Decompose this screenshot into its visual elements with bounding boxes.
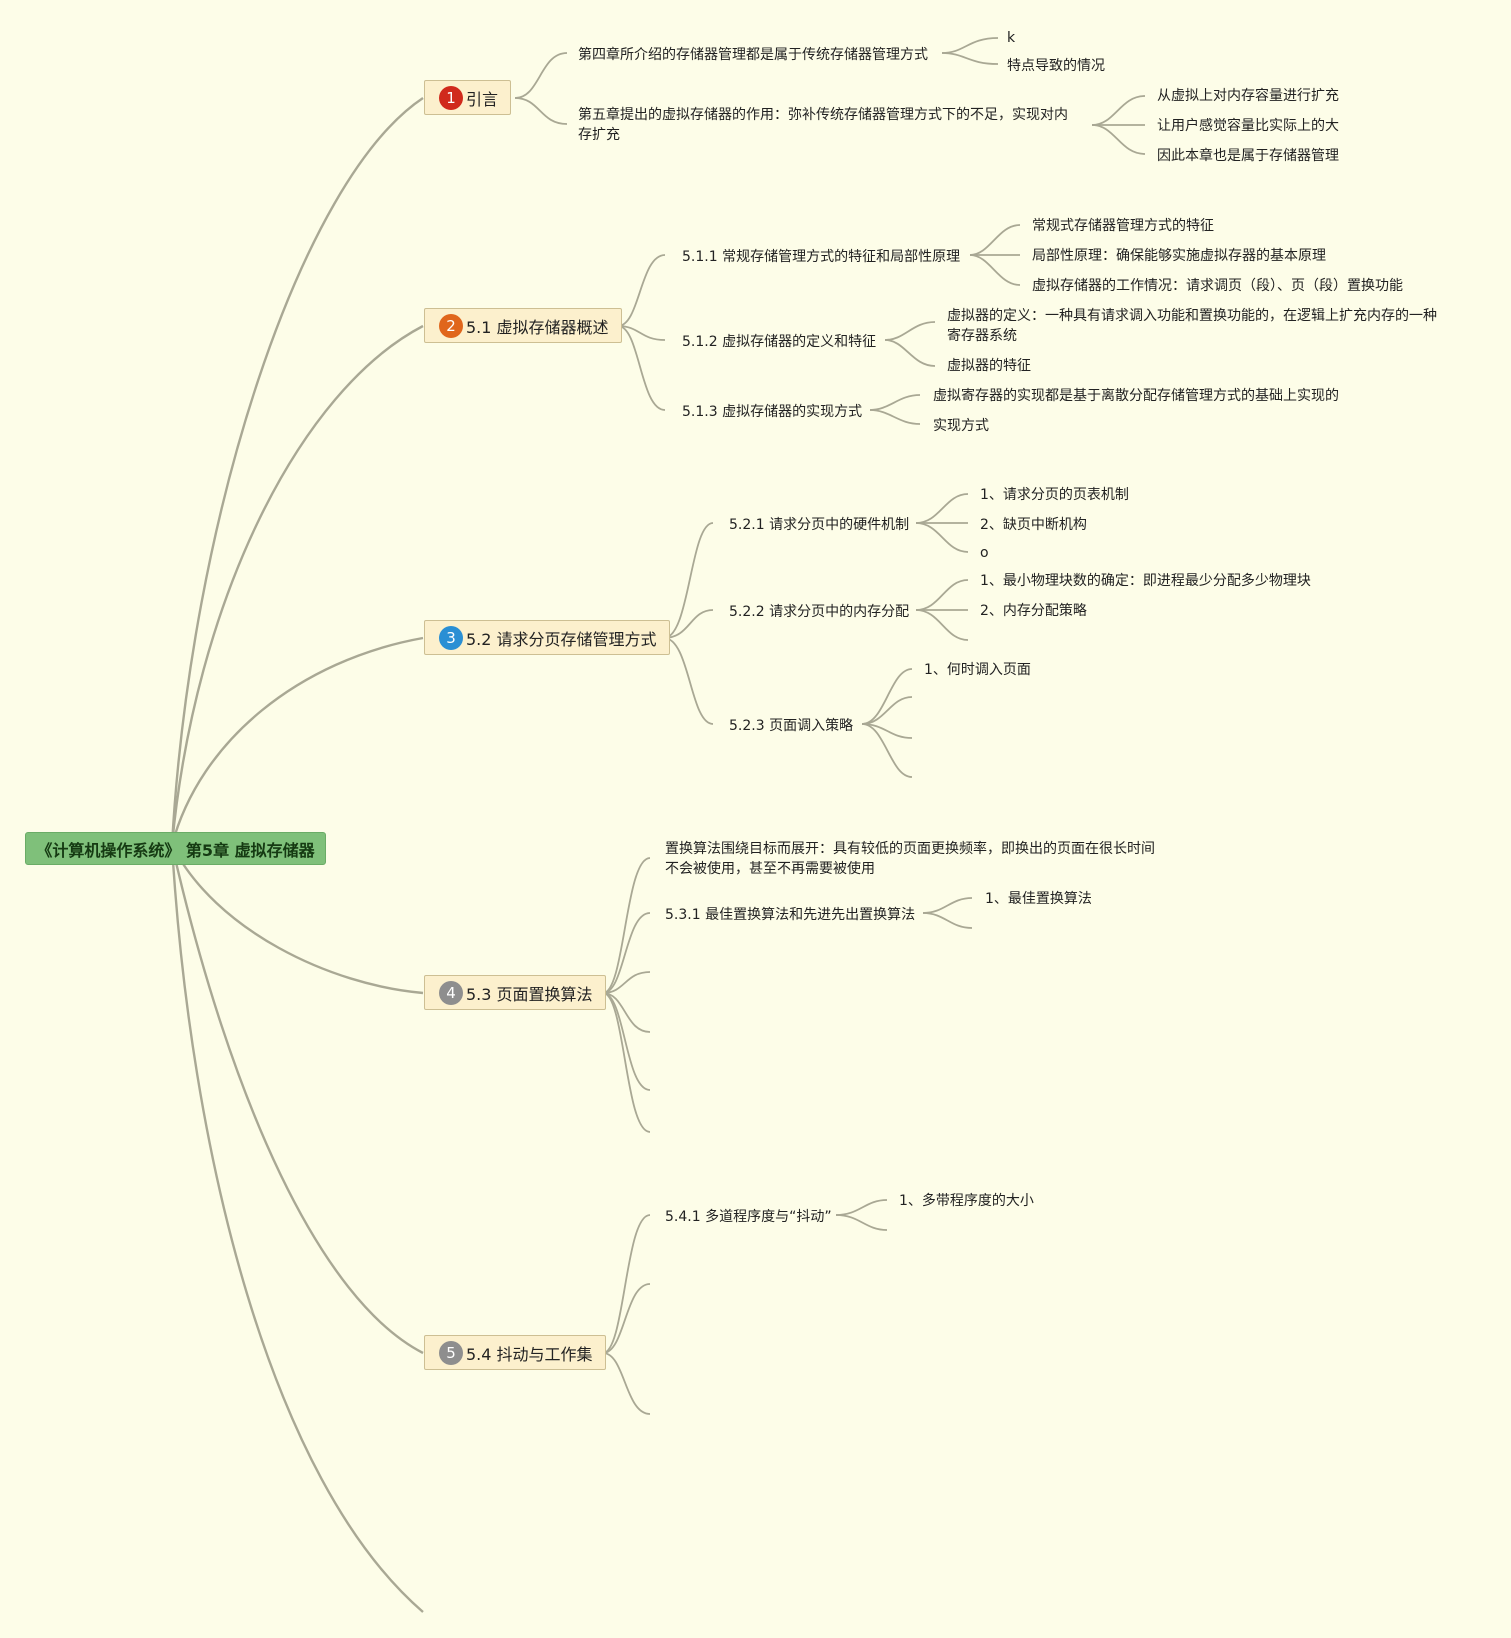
number-badge-3: 3 [439, 625, 463, 650]
number-badge-1: 1 [439, 85, 463, 110]
number-badge-5: 5 [439, 1340, 463, 1365]
topic-5-4-thrashing[interactable]: 5 5.4 抖动与工作集 [424, 1335, 606, 1370]
leaf-conventional-features[interactable]: 常规式存储器管理方式的特征 [1032, 218, 1214, 234]
leaf-optimal-replacement[interactable]: 1、最佳置换算法 [985, 891, 1092, 907]
topic-5-2-demand-paging[interactable]: 3 5.2 请求分页存储管理方式 [424, 620, 670, 655]
subtopic-5-1-2[interactable]: 5.1.2 虚拟存储器的定义和特征 [682, 334, 877, 350]
subtopic-5-2-2[interactable]: 5.2.2 请求分页中的内存分配 [729, 604, 910, 620]
leaf-page-table[interactable]: 1、请求分页的页表机制 [980, 487, 1129, 503]
topic-introduction[interactable]: 1 引言 [424, 80, 512, 115]
leaf-min-frames[interactable]: 1、最小物理块数的确定：即进程最少分配多少物理块 [980, 573, 1311, 589]
leaf-o[interactable]: o [980, 545, 989, 561]
subtopic-5-2-1[interactable]: 5.2.1 请求分页中的硬件机制 [729, 517, 910, 533]
leaf-virtual-features[interactable]: 虚拟器的特征 [947, 358, 1031, 374]
topic-5-3-replacement[interactable]: 4 5.3 页面置换算法 [424, 975, 606, 1010]
leaf-expand-capacity[interactable]: 从虚拟上对内存容量进行扩充 [1157, 88, 1339, 104]
topic-label: 5.2 请求分页存储管理方式 [466, 629, 657, 649]
leaf-page-fault[interactable]: 2、缺页中断机构 [980, 517, 1087, 533]
leaf-when-to-load[interactable]: 1、何时调入页面 [924, 662, 1031, 678]
leaf-implementation[interactable]: 实现方式 [933, 418, 989, 434]
root-topic[interactable]: 《计算机操作系统》 第5章 虚拟存储器 [25, 832, 326, 865]
subtopic-chapter4-traditional[interactable]: 第四章所介绍的存储器管理都是属于传统存储器管理方式 [578, 47, 928, 63]
topic-label: 5.3 页面置换算法 [466, 984, 593, 1004]
leaf-discrete-allocation[interactable]: 虚拟寄存器的实现都是基于离散分配存储管理方式的基础上实现的 [933, 388, 1339, 404]
topic-label: 5.1 虚拟存储器概述 [466, 317, 609, 337]
number-badge-2: 2 [439, 313, 463, 338]
leaf-feature-situation[interactable]: 特点导致的情况 [1007, 58, 1105, 74]
subtopic-chapter5-purpose[interactable]: 第五章提出的虚拟存储器的作用：弥补传统存储器管理方式下的不足，实现对内存扩充 [578, 107, 1068, 143]
topic-label: 5.4 抖动与工作集 [466, 1344, 593, 1364]
leaf-multiprogramming-degree[interactable]: 1、多带程序度的大小 [899, 1193, 1034, 1209]
leaf-virtual-definition[interactable]: 虚拟器的定义：一种具有请求调入功能和置换功能的，在逻辑上扩充内存的一种寄存器系统 [947, 308, 1437, 344]
leaf-working-situation[interactable]: 虚拟存储器的工作情况：请求调页（段）、页（段）置换功能 [1032, 278, 1403, 294]
subtopic-5-4-1[interactable]: 5.4.1 多道程序度与“抖动” [665, 1209, 832, 1225]
number-badge-4: 4 [439, 980, 463, 1005]
leaf-allocation-strategy[interactable]: 2、内存分配策略 [980, 603, 1087, 619]
leaf-storage-management[interactable]: 因此本章也是属于存储器管理 [1157, 148, 1339, 164]
topic-label: 引言 [466, 89, 499, 109]
subtopic-5-2-3[interactable]: 5.2.3 页面调入策略 [729, 718, 854, 734]
topic-5-1-overview[interactable]: 2 5.1 虚拟存储器概述 [424, 308, 622, 343]
subtopic-5-1-3[interactable]: 5.1.3 虚拟存储器的实现方式 [682, 404, 863, 420]
subtopic-replacement-goal[interactable]: 置换算法围绕目标而展开：具有较低的页面更换频率，即换出的页面在很长时间不会被使用… [665, 841, 1155, 877]
subtopic-5-3-1[interactable]: 5.3.1 最佳置换算法和先进先出置换算法 [665, 907, 916, 923]
leaf-locality-principle[interactable]: 局部性原理：确保能够实施虚拟存器的基本原理 [1032, 248, 1326, 264]
subtopic-5-1-1[interactable]: 5.1.1 常规存储管理方式的特征和局部性原理 [682, 249, 961, 265]
leaf-user-perception[interactable]: 让用户感觉容量比实际上的大 [1157, 118, 1339, 134]
leaf-k[interactable]: k [1007, 30, 1016, 46]
